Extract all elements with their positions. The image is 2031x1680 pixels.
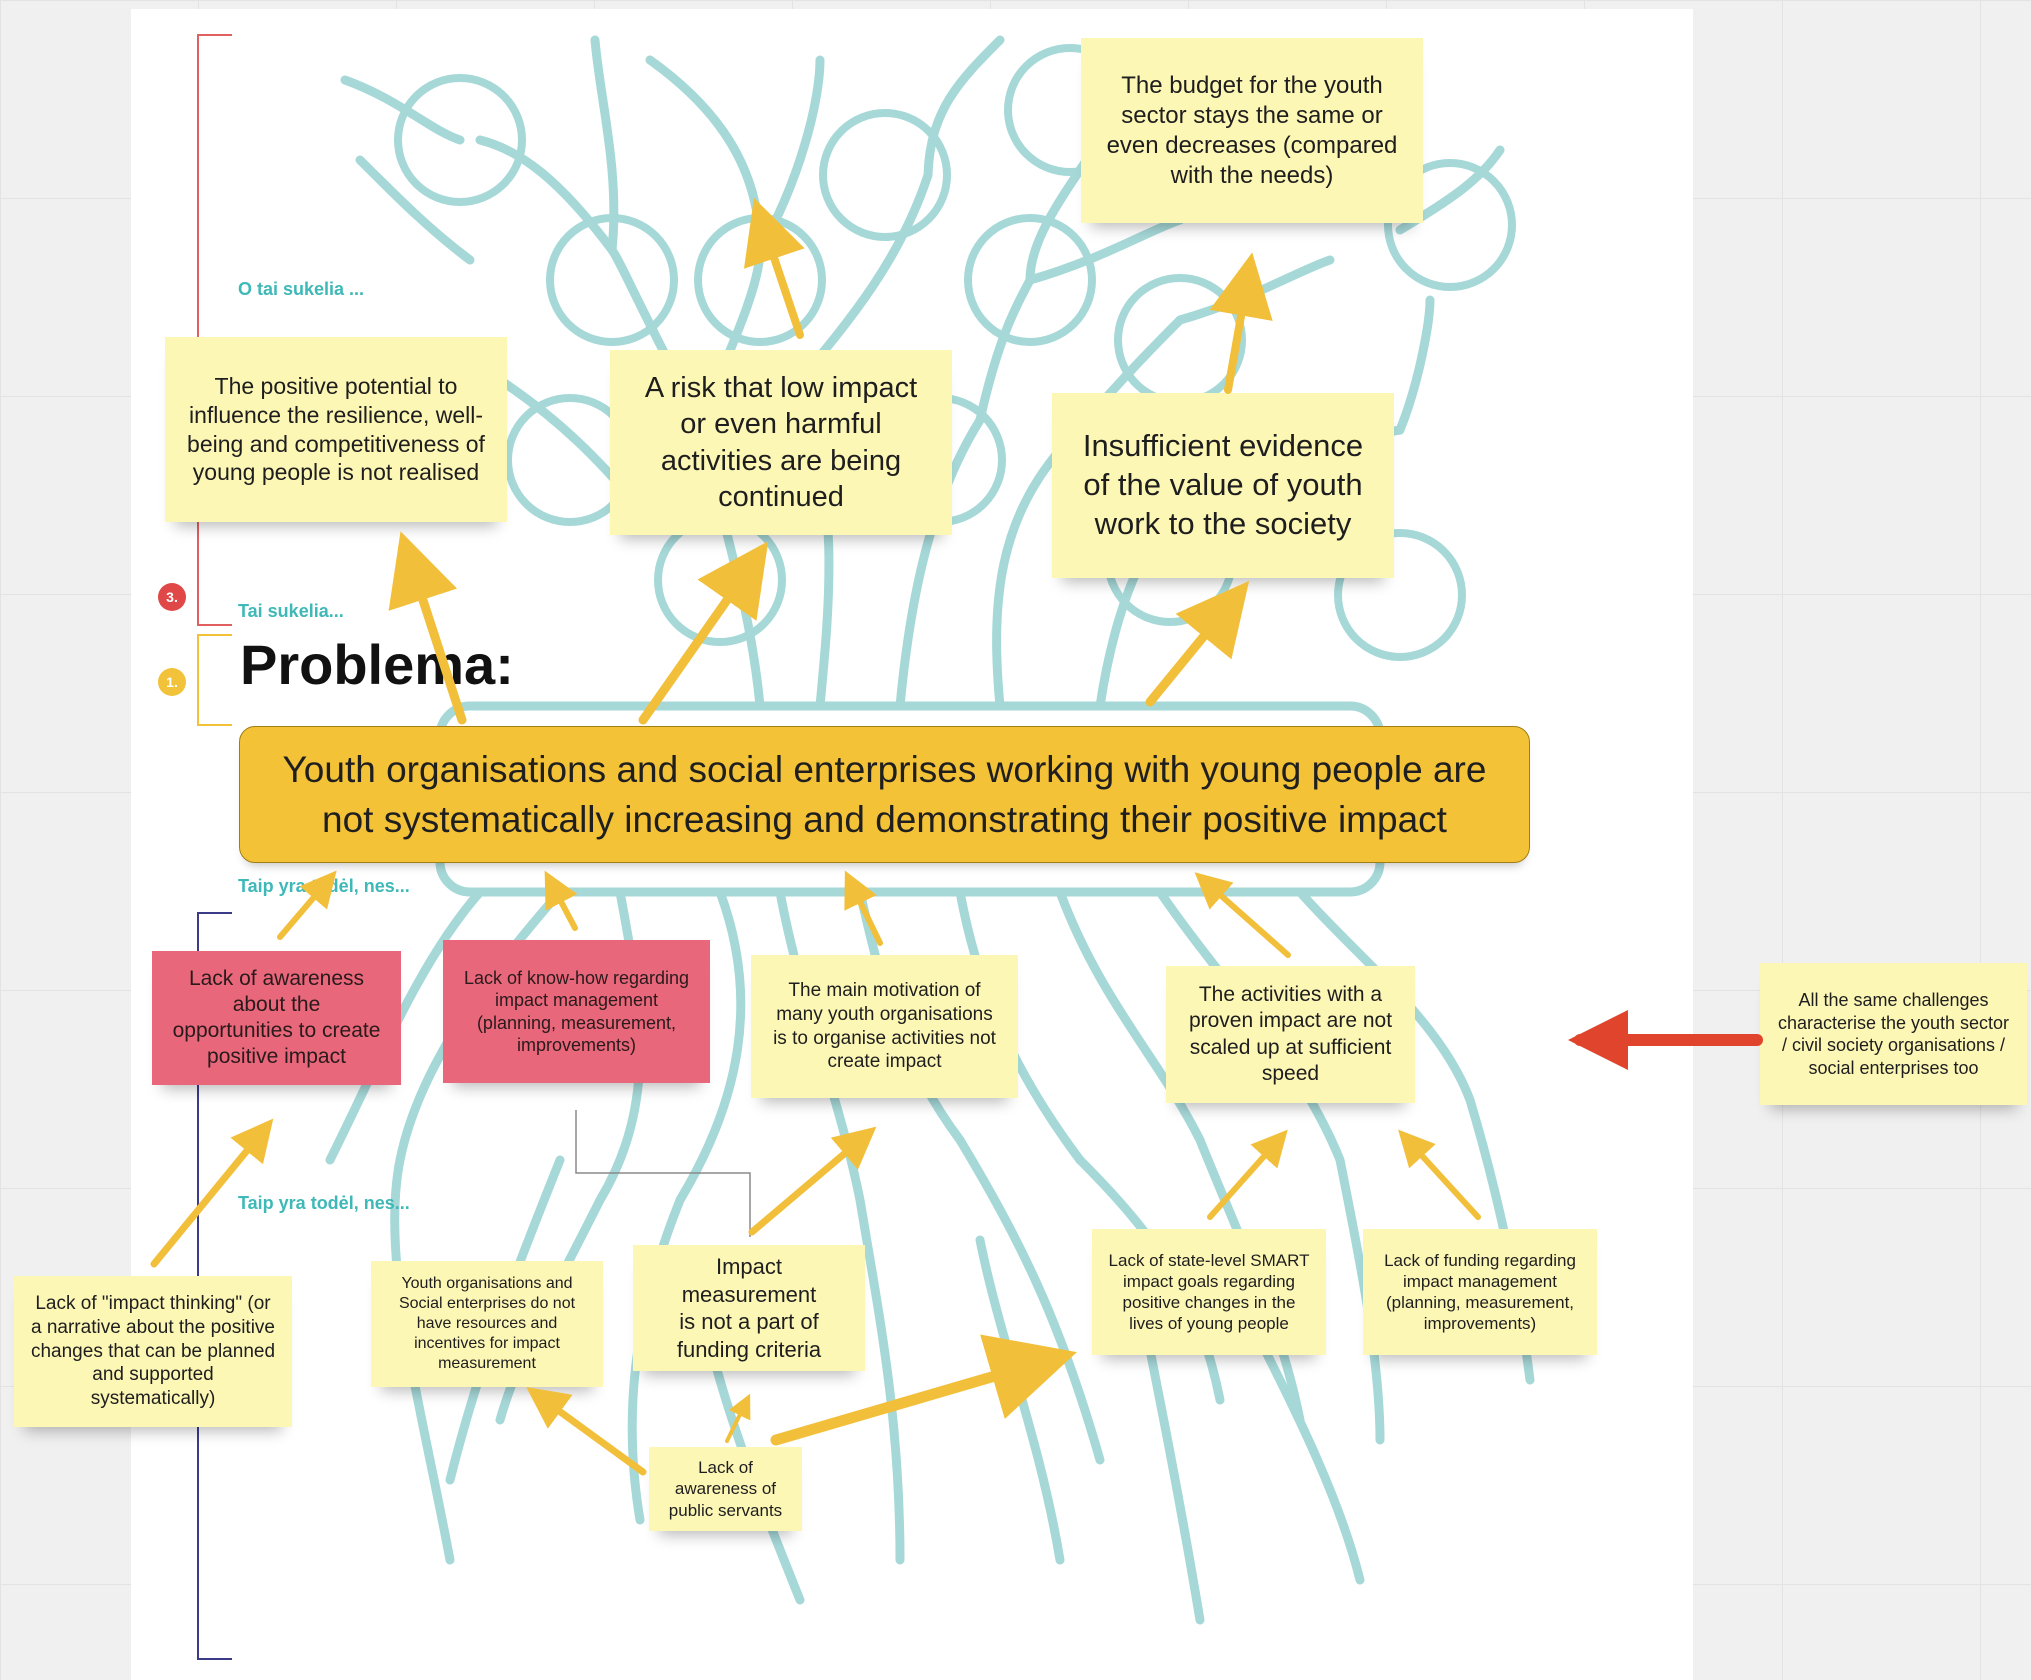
- note-evidence-text: Insufficient evidence of the value of yo…: [1082, 428, 1364, 541]
- note-smart-goals-text: Lack of state-level SMART impact goals r…: [1108, 1250, 1310, 1334]
- note-funding-criteria-text: Impact measurement is not a part of fund…: [676, 1254, 822, 1362]
- note-public-servants-text: Lack of awareness of public servants: [668, 1458, 783, 1520]
- arrow-knowhow-to-problem: [544, 870, 578, 931]
- note-sector-text: All the same challenges characterise the…: [1777, 990, 2010, 1078]
- note-funding-mgmt[interactable]: Lack of funding regarding impact managem…: [1363, 1229, 1597, 1355]
- page-heading[interactable]: Problema:: [240, 633, 514, 696]
- note-impact-thinking[interactable]: Lack of "impact thinking" (or a narrativ…: [14, 1276, 292, 1427]
- note-funding-mgmt-text: Lack of funding regarding impact managem…: [1384, 1250, 1576, 1334]
- note-scaled[interactable]: The activities with a proven impact are …: [1166, 966, 1415, 1103]
- note-evidence[interactable]: Insufficient evidence of the value of yo…: [1052, 393, 1394, 578]
- arrow-awareness-to-problem: [277, 870, 337, 940]
- note-potential-text: The positive potential to influence the …: [187, 373, 485, 486]
- note-risk[interactable]: A risk that low impact or even harmful a…: [610, 350, 952, 535]
- note-motivation[interactable]: The main motivation of many youth organi…: [751, 955, 1018, 1098]
- arrow-motivation-to-problem: [844, 870, 883, 946]
- note-funding-criteria[interactable]: Impact measurement is not a part of fund…: [633, 1245, 865, 1371]
- note-impact-thinking-text: Lack of "impact thinking" (or a narrativ…: [30, 1293, 276, 1410]
- note-sector[interactable]: All the same challenges characterise the…: [1760, 963, 2027, 1105]
- note-resources-text: Youth organisations and Social enterpris…: [398, 1275, 576, 1372]
- note-awareness[interactable]: Lack of awareness about the opportunitie…: [152, 951, 401, 1085]
- badge-problem: 1.: [158, 668, 186, 696]
- badge-consequences: 3.: [158, 583, 186, 611]
- arrow-scaled-to-problem: [1194, 872, 1291, 958]
- note-resources[interactable]: Youth organisations and Social enterpris…: [371, 1261, 603, 1387]
- arrow-smart-to-scaled: [1207, 1129, 1288, 1220]
- arrow-servants-to-funding: [725, 1393, 751, 1443]
- arrow-funding-mgmt-to-scaled: [1398, 1129, 1481, 1220]
- arrow-servants-to-smart: [770, 1334, 1077, 1446]
- frame-label-middle[interactable]: Tai sukelia...: [238, 601, 344, 621]
- note-awareness-text: Lack of awareness about the opportunitie…: [172, 966, 381, 1069]
- note-knowhow-text: Lack of know-how regarding impact manage…: [463, 967, 690, 1056]
- note-potential[interactable]: The positive potential to influence the …: [165, 337, 507, 522]
- arrow-servants-to-resources: [526, 1387, 647, 1476]
- problem-text: Youth organisations and social enterpris…: [282, 748, 1487, 840]
- note-public-servants[interactable]: Lack of awareness of public servants: [649, 1447, 802, 1531]
- arrow-risk-to-tree: [743, 197, 805, 339]
- arrow-problem-to-potential: [388, 531, 467, 725]
- arrow-problem-to-evidence: [1145, 580, 1250, 707]
- note-budget[interactable]: The budget for the youth sector stays th…: [1081, 38, 1423, 223]
- note-knowhow[interactable]: Lack of know-how regarding impact manage…: [443, 940, 710, 1083]
- note-smart-goals[interactable]: Lack of state-level SMART impact goals r…: [1092, 1229, 1326, 1355]
- frame-label-top[interactable]: O tai sukelia ...: [238, 279, 365, 299]
- connector-line: [575, 1110, 751, 1237]
- arrow-impact-thinking-to-awareness: [150, 1118, 274, 1268]
- note-risk-text: A risk that low impact or even harmful a…: [644, 372, 918, 513]
- arrow-problem-to-risk: [638, 541, 769, 725]
- arrow-funding-criteria-to-motivation: [748, 1126, 877, 1236]
- note-budget-text: The budget for the youth sector stays th…: [1106, 71, 1398, 189]
- note-motivation-text: The main motivation of many youth organi…: [773, 980, 996, 1073]
- problem-statement[interactable]: Youth organisations and social enterpris…: [239, 726, 1530, 863]
- note-scaled-text: The activities with a proven impact are …: [1188, 983, 1393, 1085]
- frame-label-lower2[interactable]: Taip yra todėl, nes...: [238, 1193, 410, 1213]
- arrow-evidence-to-budget: [1209, 252, 1273, 394]
